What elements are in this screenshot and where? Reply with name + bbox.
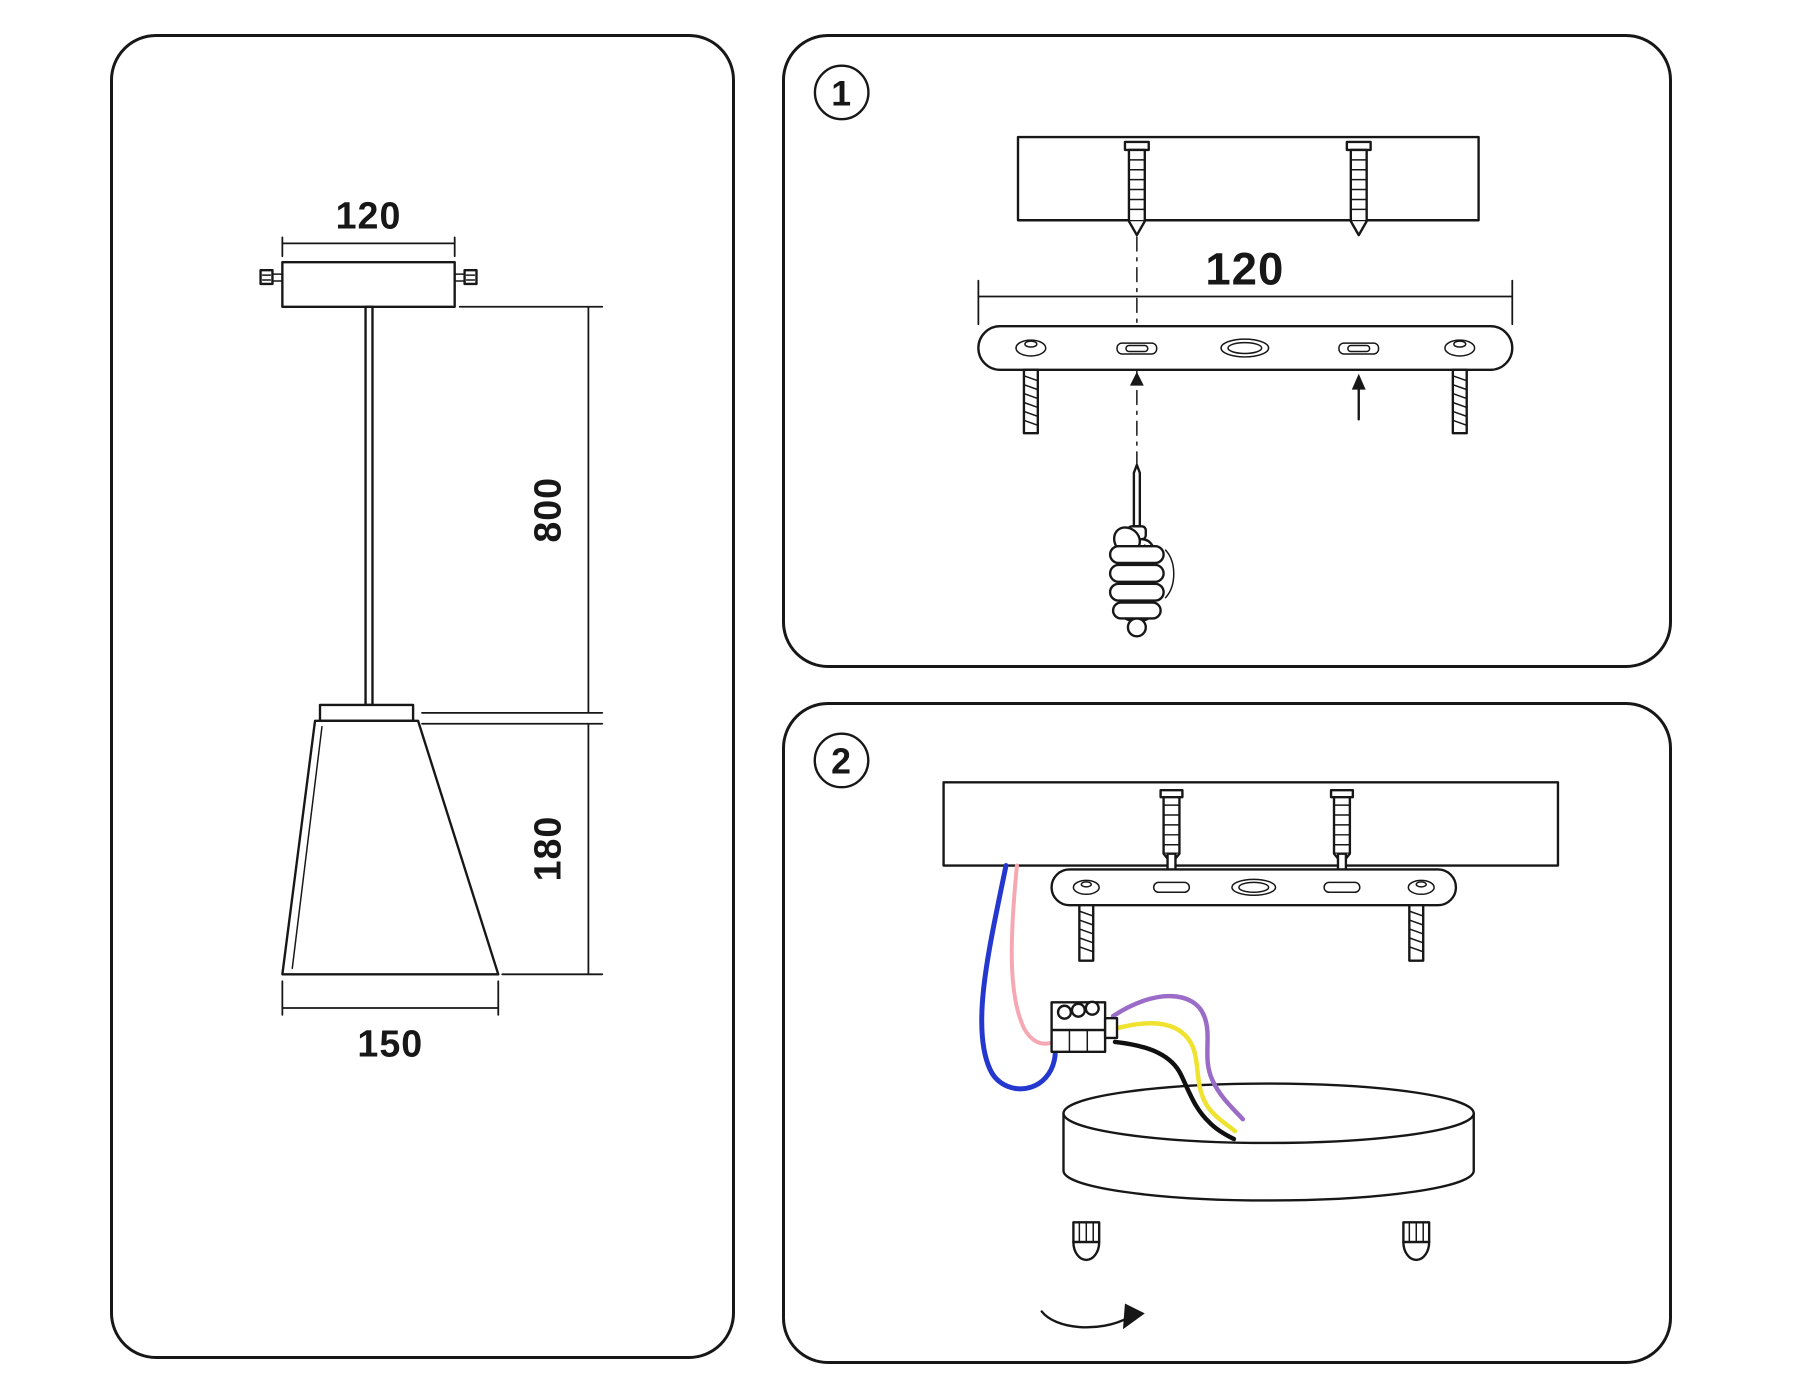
wire-purple	[1110, 993, 1246, 1122]
anchor-with-screw-left	[1159, 789, 1184, 873]
wire-yellow	[1111, 1021, 1238, 1134]
mounting-bracket	[977, 325, 1514, 372]
ceiling	[1016, 135, 1480, 222]
dimension-shade-height: 180	[421, 722, 604, 976]
dim-120-label: 120	[336, 195, 402, 237]
mounted-bracket	[1050, 868, 1458, 907]
dimension-shade-width: 150	[281, 980, 500, 1065]
rotation-arrow	[1040, 1303, 1145, 1330]
side-screw-left	[259, 268, 284, 286]
side-screw-right	[453, 268, 478, 286]
step1-drawing: 1 120	[813, 64, 1514, 638]
keyhole-slot-right	[1407, 879, 1435, 896]
step2-panel: 2	[782, 702, 1672, 1364]
anchor-with-screw-right	[1329, 789, 1355, 873]
dim-150-label: 150	[357, 1023, 423, 1065]
screw-slot-right	[1323, 881, 1361, 894]
step2-drawing: 2	[813, 732, 1560, 1330]
screw-slot-left	[1152, 881, 1191, 894]
insert-arrow-left	[1129, 371, 1144, 386]
keyhole-slot-right	[1444, 339, 1476, 357]
front-view-panel: 120	[110, 34, 735, 1359]
threaded-stud-right	[1451, 368, 1468, 435]
threaded-stud-left	[1078, 903, 1095, 962]
lamp-shade	[281, 719, 500, 976]
dim-bracket-120-label: 120	[1205, 244, 1284, 295]
wire-black	[1112, 1039, 1237, 1142]
dimension-canopy-width: 120	[281, 195, 456, 258]
suspension-cord	[364, 305, 374, 707]
center-hole	[1220, 338, 1270, 358]
wall-anchor-left	[1123, 140, 1150, 237]
keyhole-slot-left	[1072, 879, 1100, 896]
dim-180-label: 180	[527, 816, 569, 882]
cap-nut-left	[1072, 1221, 1101, 1262]
ceiling-plate	[259, 261, 478, 308]
wire-pink	[1009, 863, 1053, 1046]
screw-slot-left	[1116, 342, 1158, 355]
wall-anchor-right	[1345, 140, 1372, 237]
threaded-stud-left	[1022, 368, 1039, 435]
lamp-canopy	[1062, 1082, 1475, 1202]
step2-badge: 2	[813, 732, 870, 789]
ceiling	[942, 781, 1560, 867]
front-view-drawing: 120	[259, 195, 604, 1065]
screw-slot-right	[1338, 342, 1380, 355]
center-hole	[1231, 878, 1277, 897]
insert-arrow-right	[1351, 373, 1366, 421]
cap-nut-right	[1402, 1221, 1431, 1262]
keyhole-slot-left	[1015, 339, 1047, 357]
dim-800-label: 800	[527, 477, 569, 543]
step1-panel: 1 120	[782, 34, 1672, 668]
step1-number: 1	[831, 73, 852, 113]
terminal-block	[1050, 1000, 1119, 1054]
step1-badge: 1	[813, 64, 870, 121]
step2-number: 2	[831, 741, 852, 781]
hand	[1108, 526, 1175, 620]
dimension-cord-length: 800	[421, 305, 604, 714]
wire-blue	[979, 863, 1058, 1092]
dimension-bracket-width: 120	[977, 244, 1514, 326]
shade-holder	[318, 703, 415, 722]
threaded-stud-right	[1408, 903, 1425, 962]
